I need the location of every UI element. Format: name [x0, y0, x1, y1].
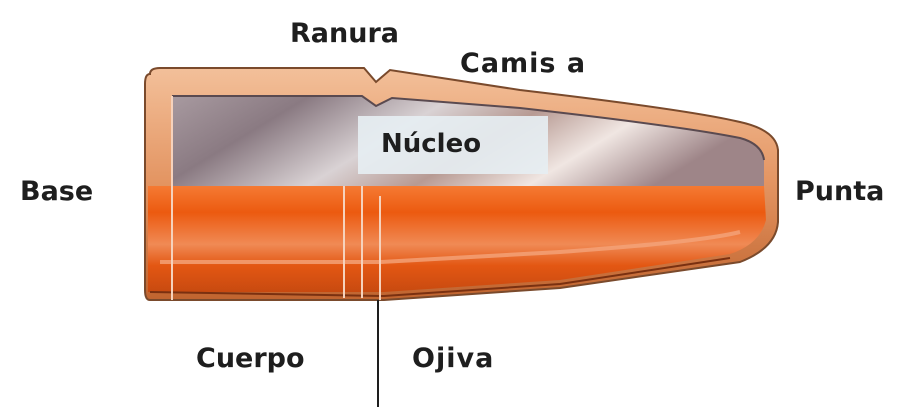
- label-camisa: Camis a: [460, 50, 586, 77]
- label-punta: Punta: [795, 178, 884, 205]
- label-ojiva: Ojiva: [412, 345, 494, 372]
- label-ranura: Ranura: [290, 20, 399, 47]
- lower-body-shape: [148, 186, 766, 292]
- label-nucleo: Núcleo: [381, 131, 481, 157]
- label-base: Base: [20, 178, 93, 205]
- label-cuerpo: Cuerpo: [196, 345, 305, 372]
